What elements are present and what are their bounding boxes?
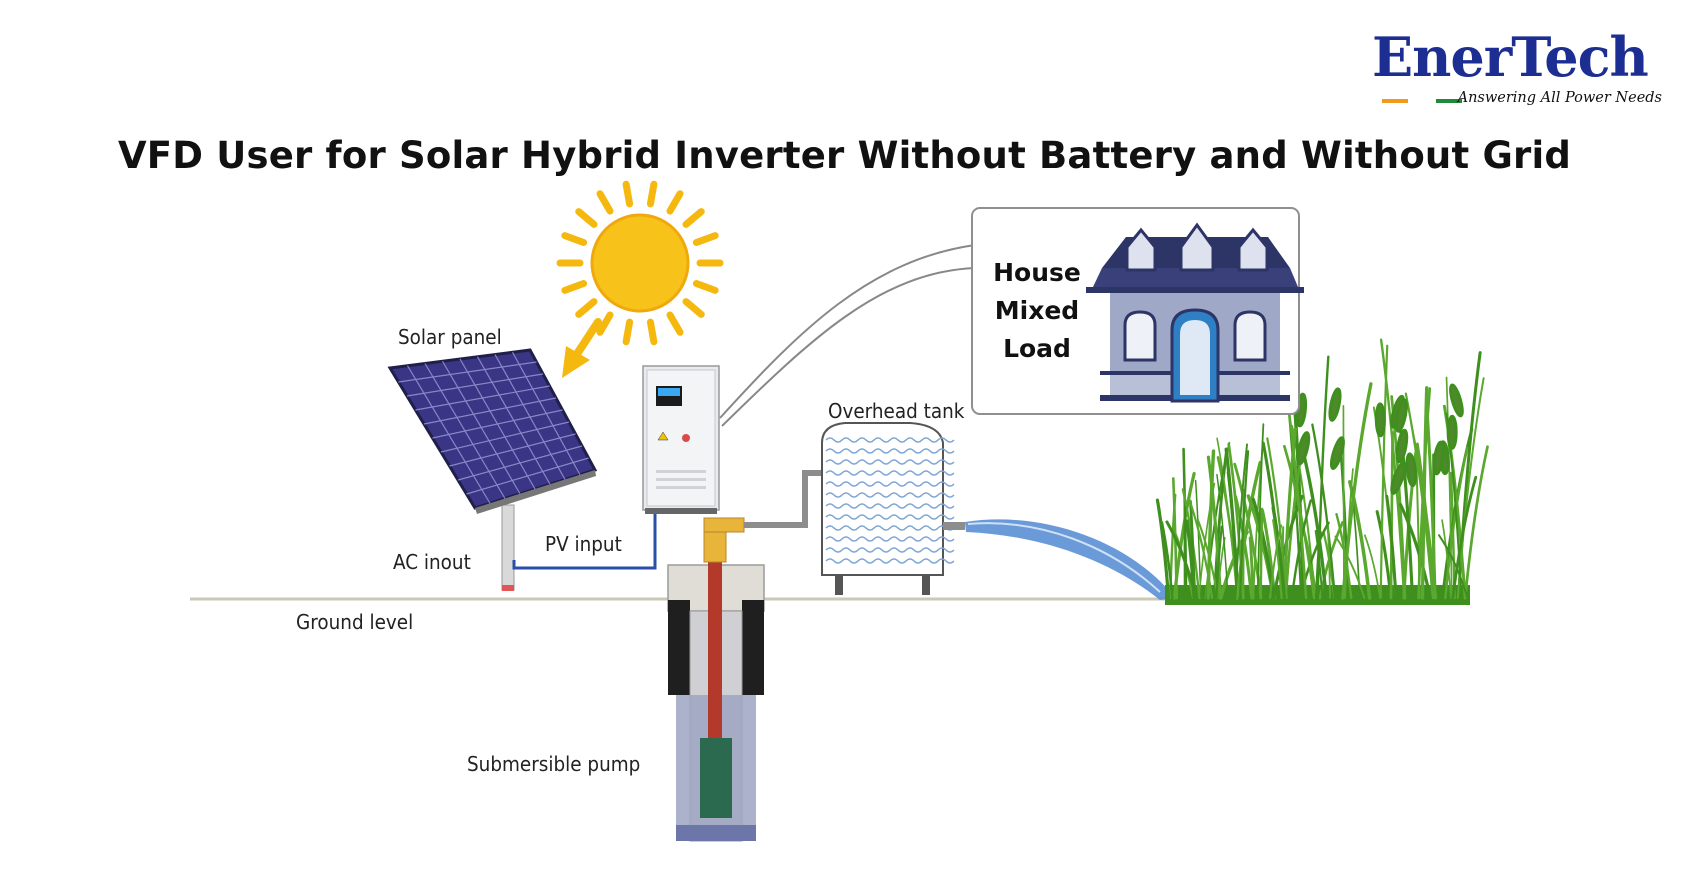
logo-wordmark: EnerTech	[1372, 25, 1649, 89]
house-label-line3: Load	[1003, 334, 1071, 363]
overhead-tank-label: Overhead tank	[828, 399, 965, 423]
solar-panel	[387, 348, 598, 591]
house-icon	[1086, 222, 1304, 403]
sunlight-arrow-icon	[562, 318, 602, 378]
logo-accent-orange	[1382, 99, 1408, 103]
submersible-pump-label: Submersible pump	[467, 752, 640, 776]
house-label-line1: House	[993, 258, 1081, 287]
house-supply-wire-2	[721, 267, 976, 427]
sun-icon	[556, 180, 724, 346]
grass-field	[1155, 338, 1489, 605]
house-load-label: House Mixed Load	[982, 254, 1092, 368]
page-title: VFD User for Solar Hybrid Inverter Witho…	[117, 134, 1572, 177]
pv-input-label: PV input	[545, 532, 622, 556]
inverter-cabinet	[642, 365, 720, 514]
logo-accent-green	[1436, 99, 1462, 103]
submersible-pump	[667, 517, 765, 842]
water-stream-highlight	[967, 522, 1161, 593]
water-stream	[965, 519, 1175, 600]
pv-input-wire	[512, 512, 657, 570]
solar-panel-label: Solar panel	[398, 325, 502, 349]
tank-feed-pipe	[744, 470, 825, 528]
house-supply-wire	[719, 244, 976, 419]
logo-tagline: Answering All Power Needs	[1457, 90, 1662, 106]
ground-level-label: Ground level	[296, 610, 413, 634]
ac-input-label: AC inout	[393, 550, 471, 574]
enertech-logo: EnerTech Answering All Power Needs	[1372, 22, 1662, 112]
house-label-line2: Mixed	[994, 296, 1080, 325]
overhead-tank	[821, 422, 965, 595]
